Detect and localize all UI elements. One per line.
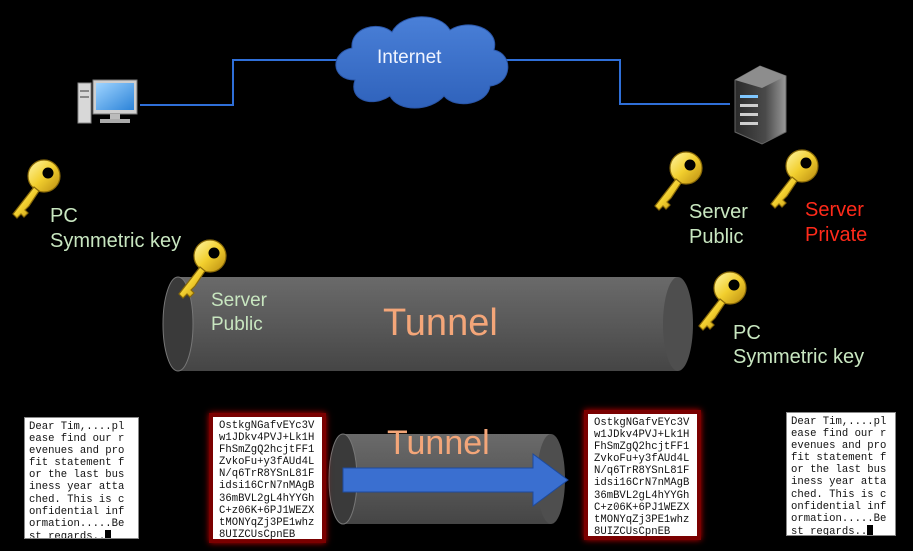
pc-key-label-left-sub: Symmetric key (50, 230, 182, 252)
server-public-tunnel-label: Server (211, 290, 267, 311)
server-public-label: Server (689, 201, 748, 223)
ciphertext-document-right: OstkgNGafvEYc3V w1JDkv4PVJ+Lk1H FhSmZgQ2… (584, 410, 701, 540)
ciphertext-document-left: OstkgNGafvEYc3V w1JDkv4PVJ+Lk1H FhSmZgQ2… (209, 413, 326, 543)
internet-label: Internet (377, 47, 442, 68)
text-cursor (867, 524, 874, 535)
pc-key-label-left: PC (50, 205, 78, 227)
plaintext-document-right: Dear Tim,....pl ease find our r evenues … (786, 412, 896, 536)
arrow-right-icon (342, 453, 569, 507)
tunnel-label-main: Tunnel (383, 302, 498, 344)
server-public-label-sub: Public (689, 226, 744, 248)
tunnel-label-small: Tunnel (387, 424, 490, 462)
desktop-computer-icon (77, 79, 138, 124)
cloud-icon (335, 16, 509, 109)
plaintext-document-left: Dear Tim,....pl ease find our r evenues … (24, 417, 139, 539)
document-text: Dear Tim,....pl ease find our r evenues … (791, 416, 887, 536)
server-public-tunnel-label-sub: Public (211, 314, 263, 335)
network-line-left (140, 59, 342, 106)
text-cursor (105, 529, 112, 538)
server-private-label-sub: Private (805, 224, 868, 246)
document-text: Dear Tim,....pl ease find our r evenues … (29, 421, 125, 539)
server-private-label: Server (805, 199, 864, 221)
pc-key-label-right: PC (733, 322, 761, 344)
network-line-right (500, 59, 730, 105)
server-icon (734, 65, 787, 145)
pc-key-label-right-sub: Symmetric key (733, 346, 865, 368)
tunnel-main (162, 276, 693, 372)
